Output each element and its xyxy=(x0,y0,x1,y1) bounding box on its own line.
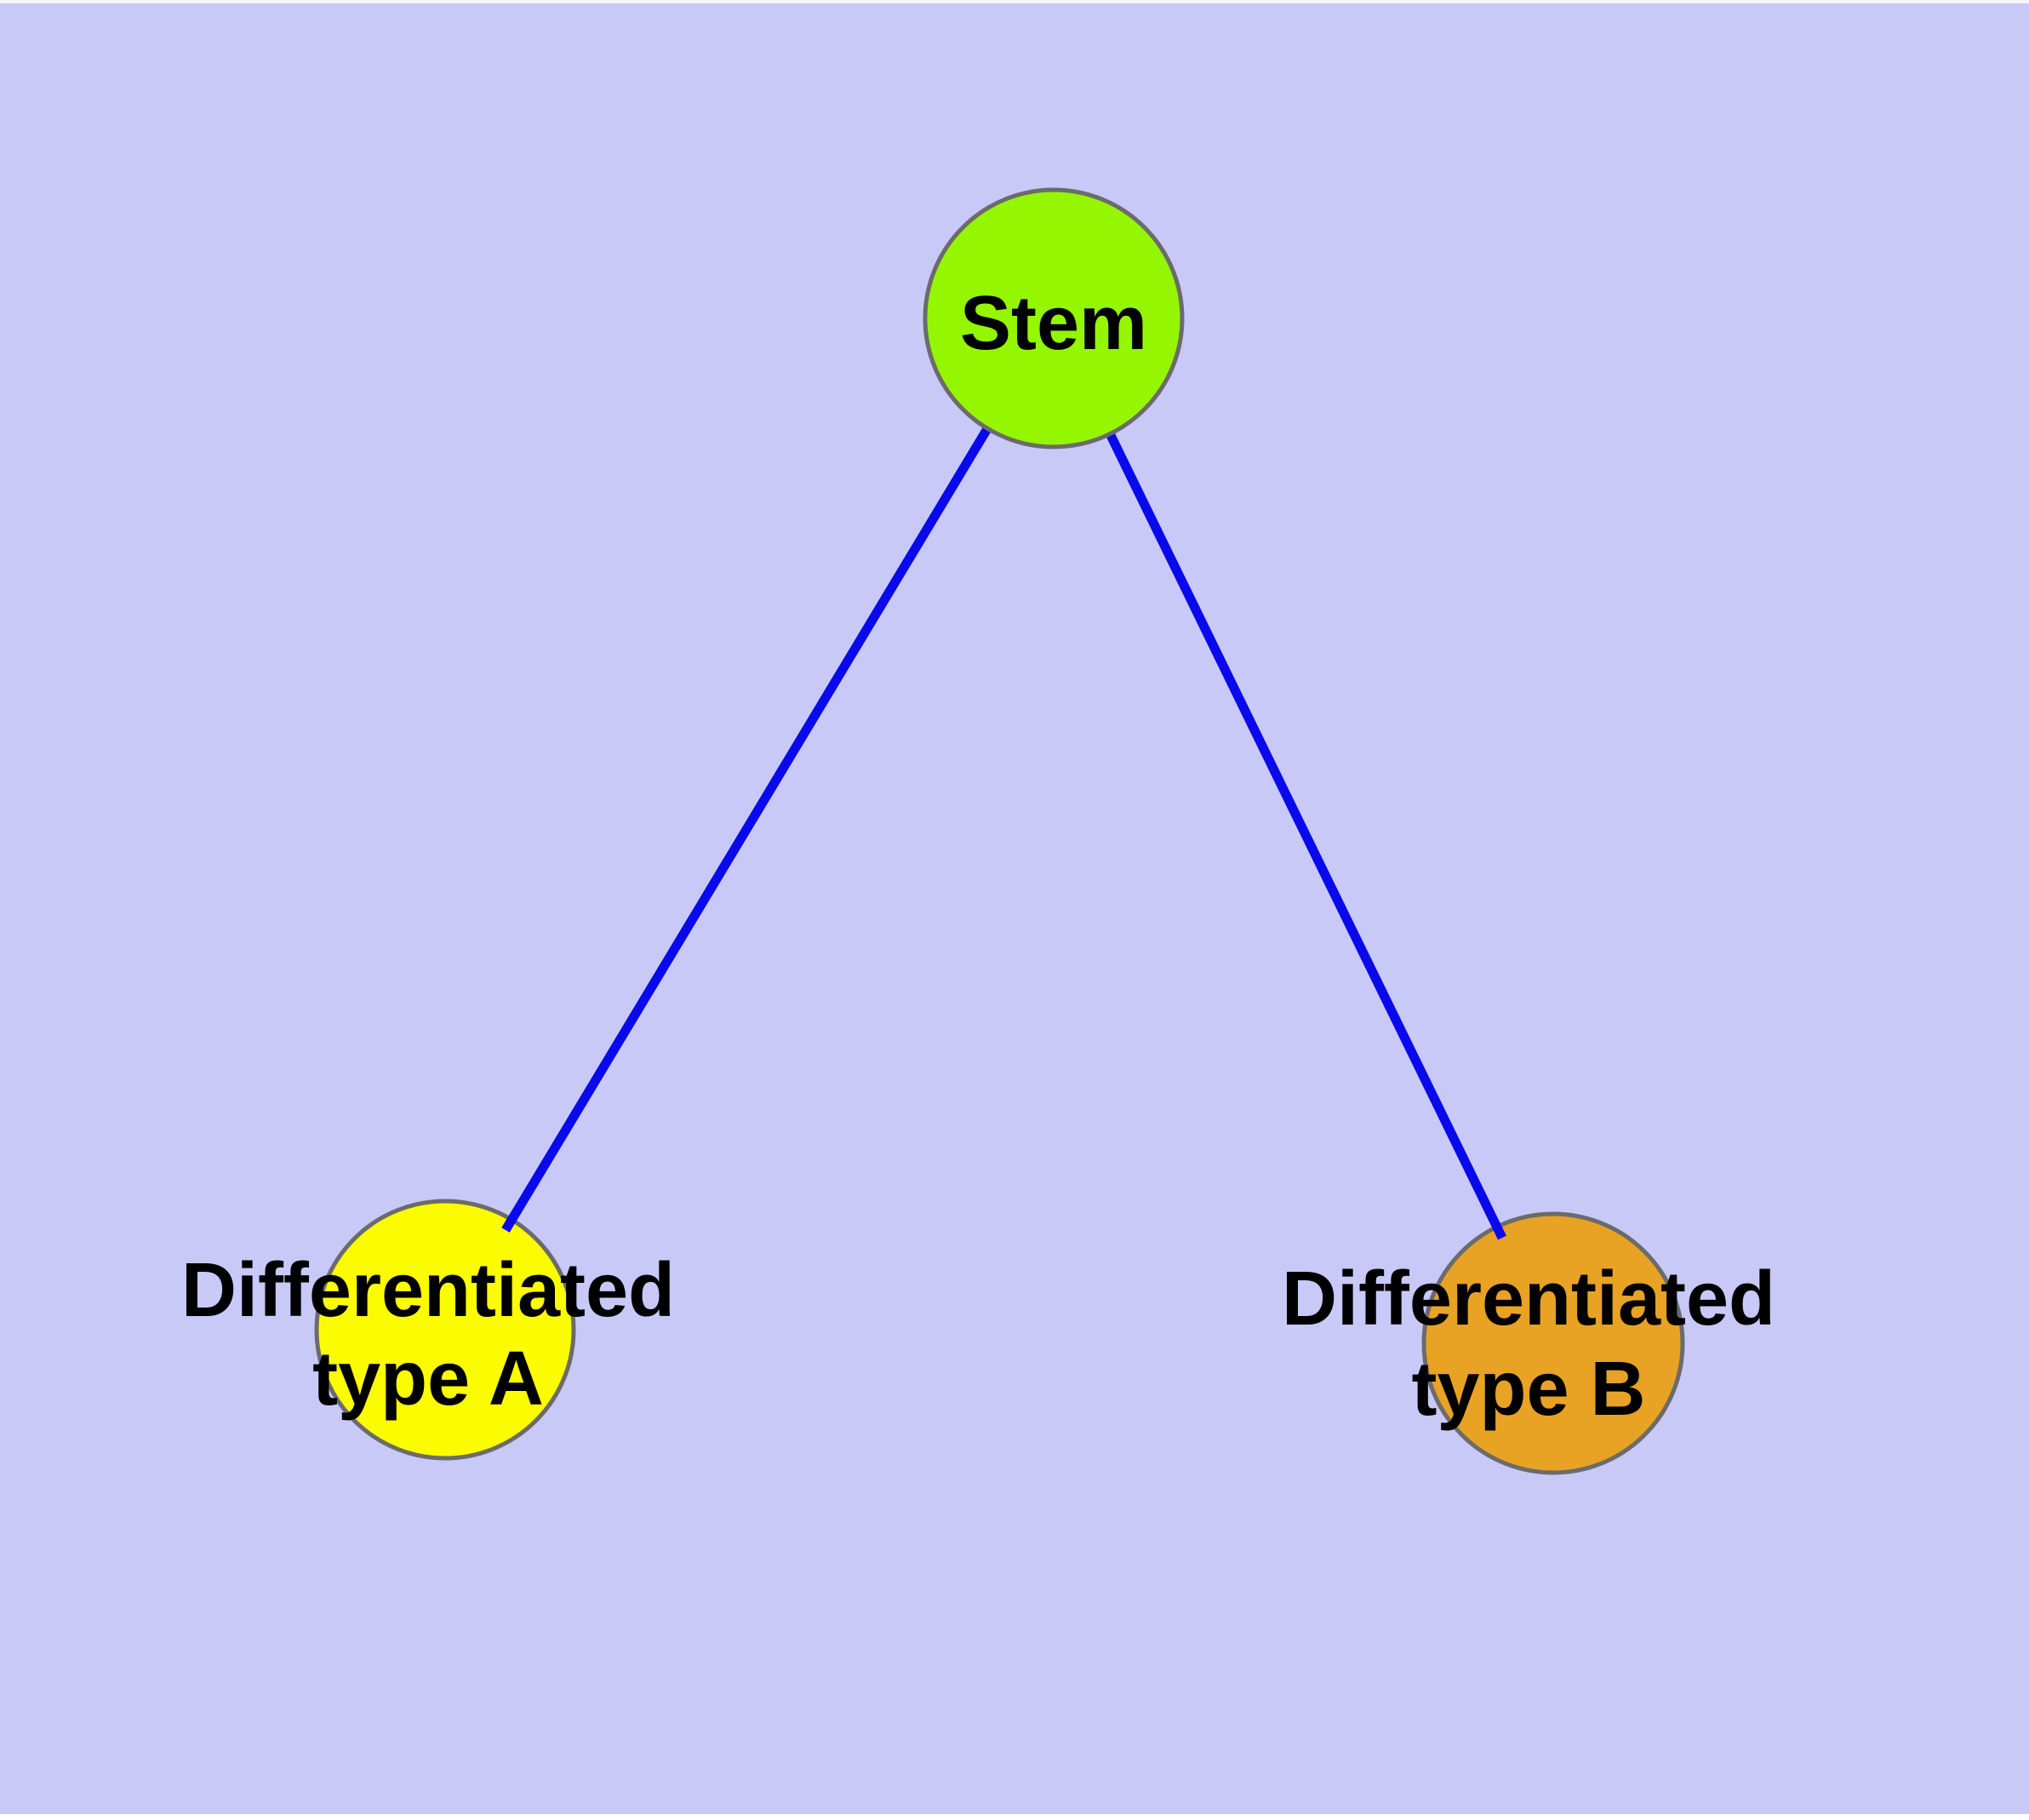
node-type-b-label-line1: Differentiated xyxy=(1282,1256,1775,1342)
edge-stem-to-type-a xyxy=(501,316,1058,1233)
node-type-a-label-line2: type A xyxy=(312,1336,544,1422)
edge-stem-to-type-b xyxy=(1049,316,1506,1240)
node-type-b-circle xyxy=(1421,1211,1685,1475)
bottom-border-strip xyxy=(0,1814,2029,1820)
top-border-strip xyxy=(0,0,2029,3)
node-stem-circle xyxy=(923,187,1185,449)
node-type-a-circle xyxy=(314,1199,576,1461)
node-type-a-label-line1: Differentiated xyxy=(181,1248,675,1333)
node-type-b-label-line2: type B xyxy=(1411,1347,1645,1432)
node-stem-label: Stem xyxy=(960,281,1147,366)
